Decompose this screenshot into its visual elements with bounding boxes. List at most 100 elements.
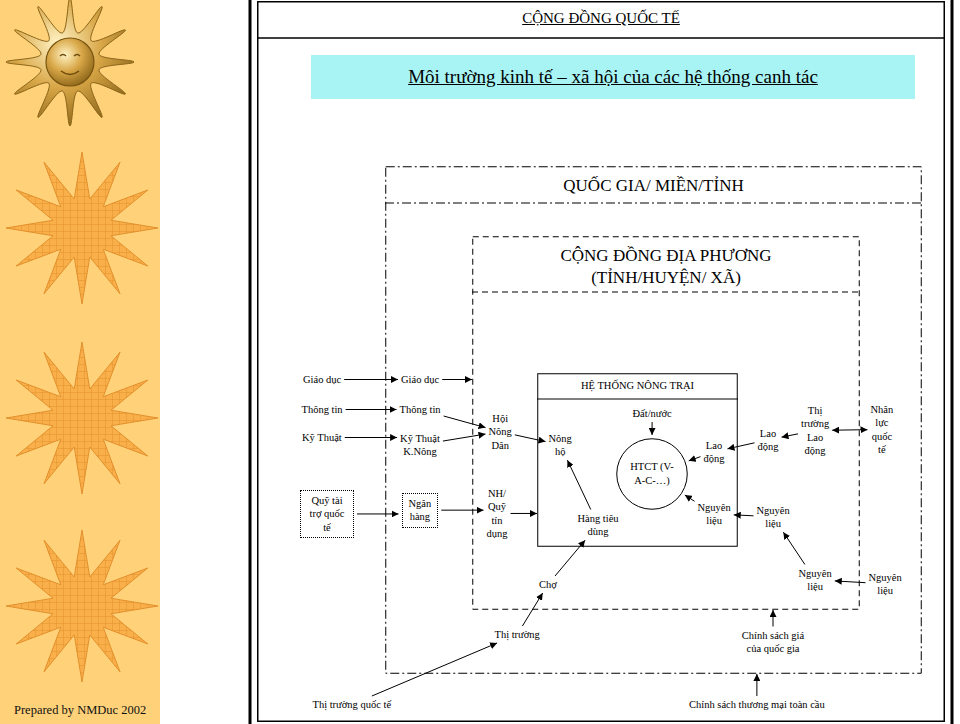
flow-arrow	[652, 422, 653, 435]
region-outline	[257, 1, 945, 722]
region-outline	[385, 166, 922, 674]
sun-ornament	[6, 530, 158, 682]
region-border	[386, 167, 922, 674]
flow-label: Hàng tiêu dùng	[574, 512, 622, 539]
node-text: Hội Nông Dân	[489, 412, 512, 453]
node-text: Đất/nước	[633, 407, 672, 421]
region-border	[258, 2, 945, 722]
node-text: HTCT (V-A-C-…)	[629, 460, 675, 487]
region-border	[538, 374, 738, 547]
flow-label: Thông tin	[400, 403, 441, 417]
flow-label: Đất/nước	[633, 407, 672, 421]
title-banner: Môi trường kinh tế – xã hội của các hệ t…	[311, 55, 915, 99]
flow-arrow	[511, 513, 538, 514]
sun-ornament	[6, 152, 158, 304]
local-region: CỘNG ĐỒNG ĐỊA PHƯƠNG (TỈNH/HUYỆN/ XÃ) HỆ …	[472, 236, 860, 610]
flow-arrow	[345, 437, 397, 438]
flow-arrow	[734, 515, 754, 516]
node-text: Chính sách thương mại toàn cầu	[689, 698, 825, 712]
node-text: Lao động	[704, 439, 725, 466]
region-label: HỆ THỐNG NÔNG TRẠI	[537, 379, 738, 393]
flow-label: NH/ Quỹ tín dụng	[487, 487, 508, 542]
flow-arrow	[346, 409, 397, 410]
flow-arrow	[442, 379, 472, 380]
flow-arrow	[515, 435, 546, 442]
flow-label: Nguyên liệu	[757, 504, 790, 531]
fund-box: Quỹ tài trợ quốc tế	[300, 490, 354, 539]
flow-arrow	[756, 674, 757, 696]
flow-arrow	[567, 460, 590, 509]
flow-label: Lao động	[758, 427, 779, 454]
node-text: Thị trường quốc tế	[313, 698, 392, 712]
header-rule	[472, 292, 860, 293]
node-text: Ngân hàng	[409, 497, 432, 524]
node-text: Nguyên liệu	[869, 571, 902, 598]
flow-arrow	[728, 443, 755, 449]
flow-label: Thị trường quốc tế	[313, 698, 392, 712]
credit-note: Prepared by NMDuc 2002	[14, 702, 146, 718]
flow-label: Kỹ Thuật	[302, 431, 342, 445]
region-border	[473, 237, 860, 610]
fund-box: Ngân hàng	[402, 493, 439, 528]
header-rule	[257, 37, 945, 39]
flow-arrow	[372, 643, 497, 696]
flow-label: Lao động	[704, 439, 725, 466]
node-text: Lao động	[758, 427, 779, 454]
node-text: Nguyên liệu	[698, 501, 731, 528]
flow-label: Nguyên liệu	[869, 571, 902, 598]
system-circle: HTCT (V-A-C-…)	[616, 438, 688, 510]
flow-arrow	[689, 457, 701, 461]
node-text: Nguyên liệu	[799, 567, 832, 594]
flow-arrow	[685, 495, 695, 501]
flow-label: Kỹ Thuật K.Nông	[396, 432, 444, 459]
flow-label: Thị trường Lao động	[801, 404, 829, 459]
flow-arrow	[835, 581, 866, 583]
node-text: Chợ	[539, 578, 557, 592]
flow-label: Nguyên liệu	[799, 567, 832, 594]
flow-arrow	[444, 416, 486, 428]
flow-arrow	[441, 510, 483, 511]
flow-arrow	[443, 434, 486, 441]
international-frame: CỘNG ĐỒNG QUỐC TẾQUỐC GIA/ MIỀN/TỈNHCỘNG…	[257, 1, 945, 722]
sun-face	[46, 38, 94, 86]
node-text: NH/ Quỹ tín dụng	[487, 487, 508, 542]
flow-arrow	[555, 540, 585, 576]
flow-arrow	[773, 610, 774, 627]
flow-arrow	[783, 532, 805, 564]
frame-rule	[951, 0, 954, 724]
node-text: Nguyên liệu	[757, 504, 790, 531]
node-text: Giáo dục	[401, 373, 439, 387]
sun-face-features	[60, 55, 80, 75]
header-rule	[385, 203, 922, 204]
node-text: Kỹ Thuật K.Nông	[396, 432, 444, 459]
region-label: CỘNG ĐỒNG ĐỊA PHƯƠNG (TỈNH/HUYỆN/ XÃ)	[516, 245, 816, 289]
flow-arrow	[344, 379, 398, 380]
flow-arrow	[357, 513, 399, 514]
diagram-title: Môi trường kinh tế – xã hội của các hệ t…	[408, 65, 818, 90]
flow-label: Nông hộ	[549, 432, 572, 459]
flow-label: Nguyên liệu	[698, 501, 731, 528]
node-text: Thông tin	[400, 403, 441, 417]
node-text: Giáo dục	[303, 373, 341, 387]
node-text: Nông hộ	[549, 432, 572, 459]
national-region: QUỐC GIA/ MIỀN/TỈNH CỘNG ĐỒNG ĐỊA PHƯƠNG …	[385, 166, 922, 674]
sun-ornament	[6, 342, 158, 494]
region-label: QUỐC GIA/ MIỀN/TỈNH	[385, 175, 922, 197]
sun-ornament	[6, 0, 134, 126]
flow-label: Chính sách giá của quốc gia	[737, 629, 809, 656]
flow-label: Thị trường	[495, 628, 540, 642]
farm-box: HỆ THỐNG NÔNG TRẠI Đất/nướcNông hộ HTCT (V…	[537, 373, 738, 547]
node-text: Kỹ Thuật	[302, 431, 342, 445]
flow-label: Chợ	[539, 578, 557, 592]
side-strip	[0, 0, 160, 724]
flow-label: Nhân lực quốc tế	[871, 403, 894, 458]
flow-label: Giáo dục	[401, 373, 439, 387]
circle-outline	[616, 438, 688, 510]
frame-rule	[249, 0, 252, 724]
node-text: Quỹ tài trợ quốc tế	[307, 494, 347, 535]
node-text: Hàng tiêu dùng	[574, 512, 622, 539]
circle-outline	[617, 439, 688, 510]
node-text: Chính sách giá của quốc gia	[737, 629, 809, 656]
